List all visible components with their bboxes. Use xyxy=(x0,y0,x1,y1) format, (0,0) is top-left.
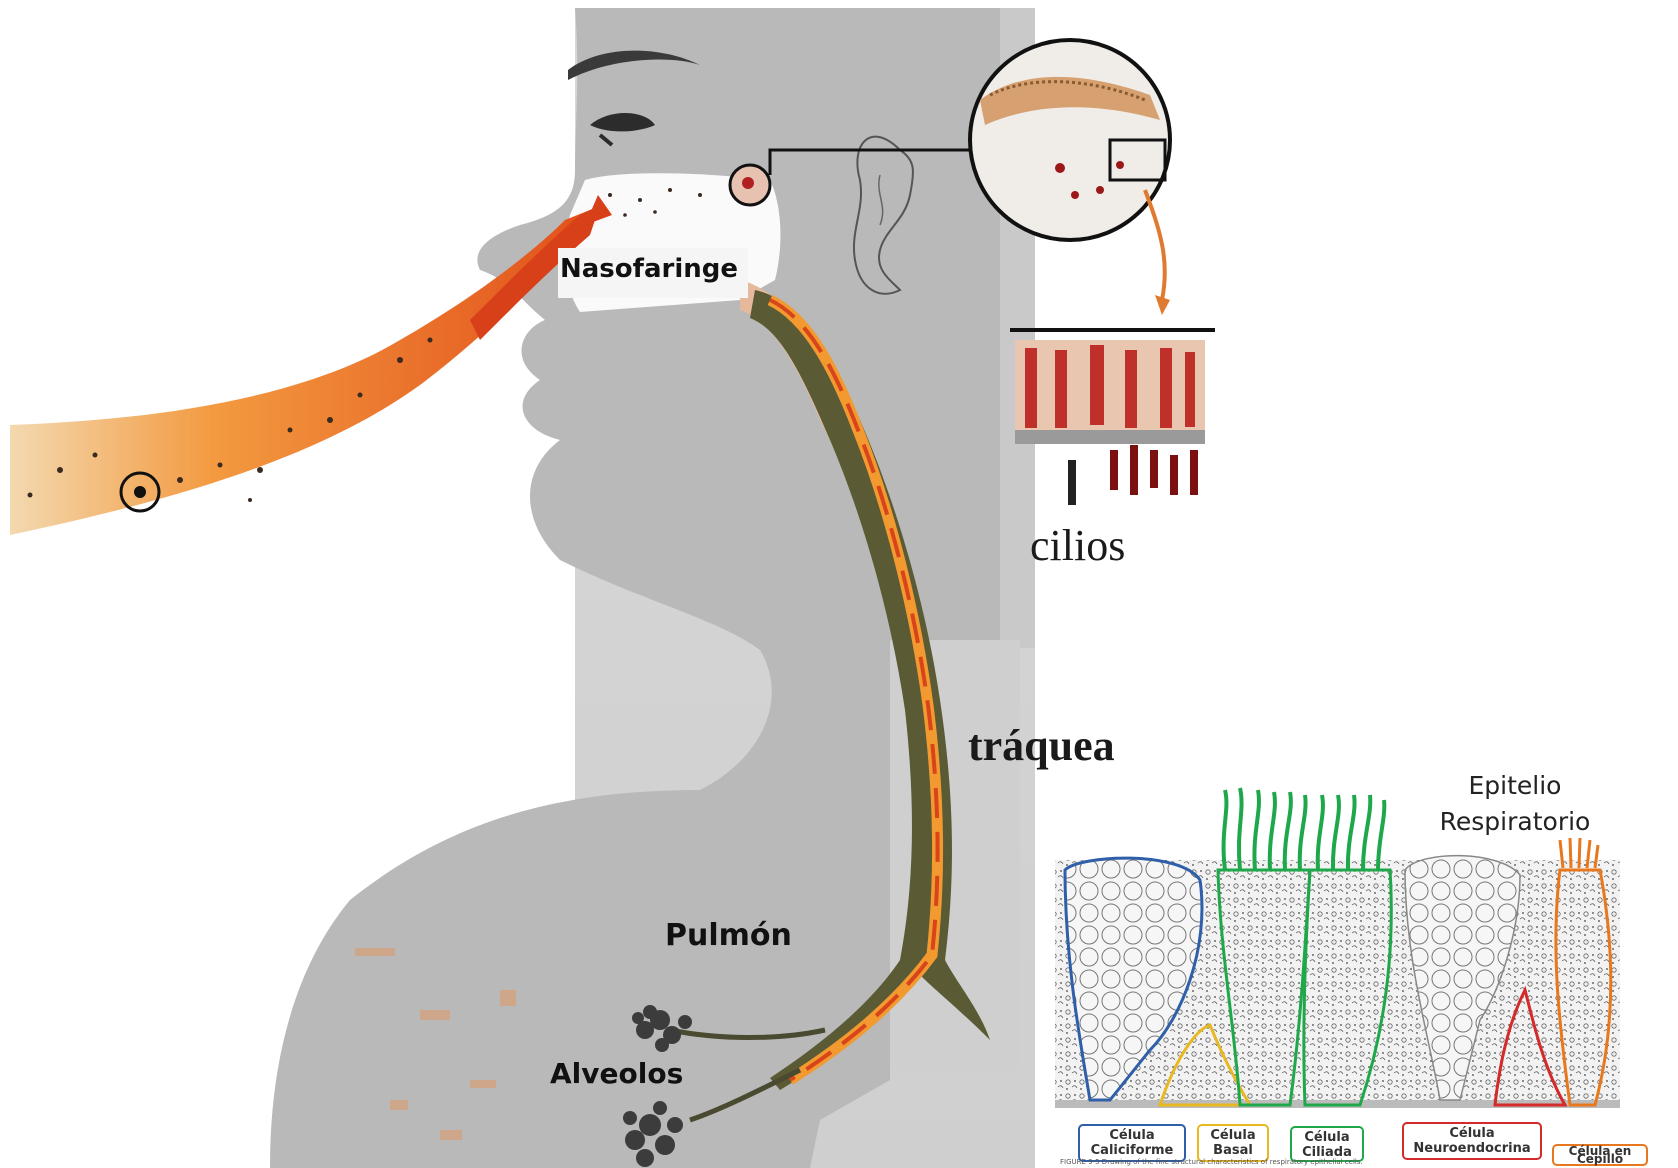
particle-highlight-dot xyxy=(134,486,146,498)
mucosa-magnified xyxy=(970,40,1170,240)
cell-label-line1: Célula xyxy=(1084,1128,1180,1143)
label-alveolos: Alveolos xyxy=(550,1057,683,1090)
cell-label-caliciforme: Célula Caliciforme xyxy=(1078,1124,1186,1162)
cell-label-line1: Célula xyxy=(1296,1130,1358,1145)
cell-label-line2: Basal xyxy=(1203,1143,1263,1158)
epithelium-title-line2: Respiratorio xyxy=(1415,804,1615,840)
label-traquea: tráquea xyxy=(968,720,1115,771)
cell-label-line2: Caliciforme xyxy=(1084,1143,1180,1158)
epithelium-title-line1: Epitelio xyxy=(1415,768,1615,804)
zoom-arrow xyxy=(1145,190,1165,300)
cilia-detail xyxy=(1010,330,1215,505)
figure-caption: FIGURE 9-5 Drawing of the fine structura… xyxy=(1060,1158,1363,1166)
label-nasofaringe: Nasofaringe xyxy=(560,254,738,284)
mucosa-zoom-dot xyxy=(742,177,754,189)
cell-label-neuroendocrina: Célula Neuroendocrina xyxy=(1402,1122,1542,1160)
label-cilios: cilios xyxy=(1030,520,1125,571)
cell-label-ciliada: Célula Ciliada xyxy=(1290,1126,1364,1162)
cell-label-cepillo: Célula en Cepillo xyxy=(1552,1144,1648,1166)
cell-label-line1: Célula xyxy=(1408,1126,1536,1141)
epithelium-title: Epitelio Respiratorio xyxy=(1415,768,1615,840)
cell-label-line1: Célula xyxy=(1203,1128,1263,1143)
label-pulmon: Pulmón xyxy=(665,918,792,953)
zoom-arrowhead xyxy=(1155,295,1170,315)
cell-label-basal: Célula Basal xyxy=(1197,1124,1269,1162)
cell-label-line2: Neuroendocrina xyxy=(1408,1141,1536,1156)
